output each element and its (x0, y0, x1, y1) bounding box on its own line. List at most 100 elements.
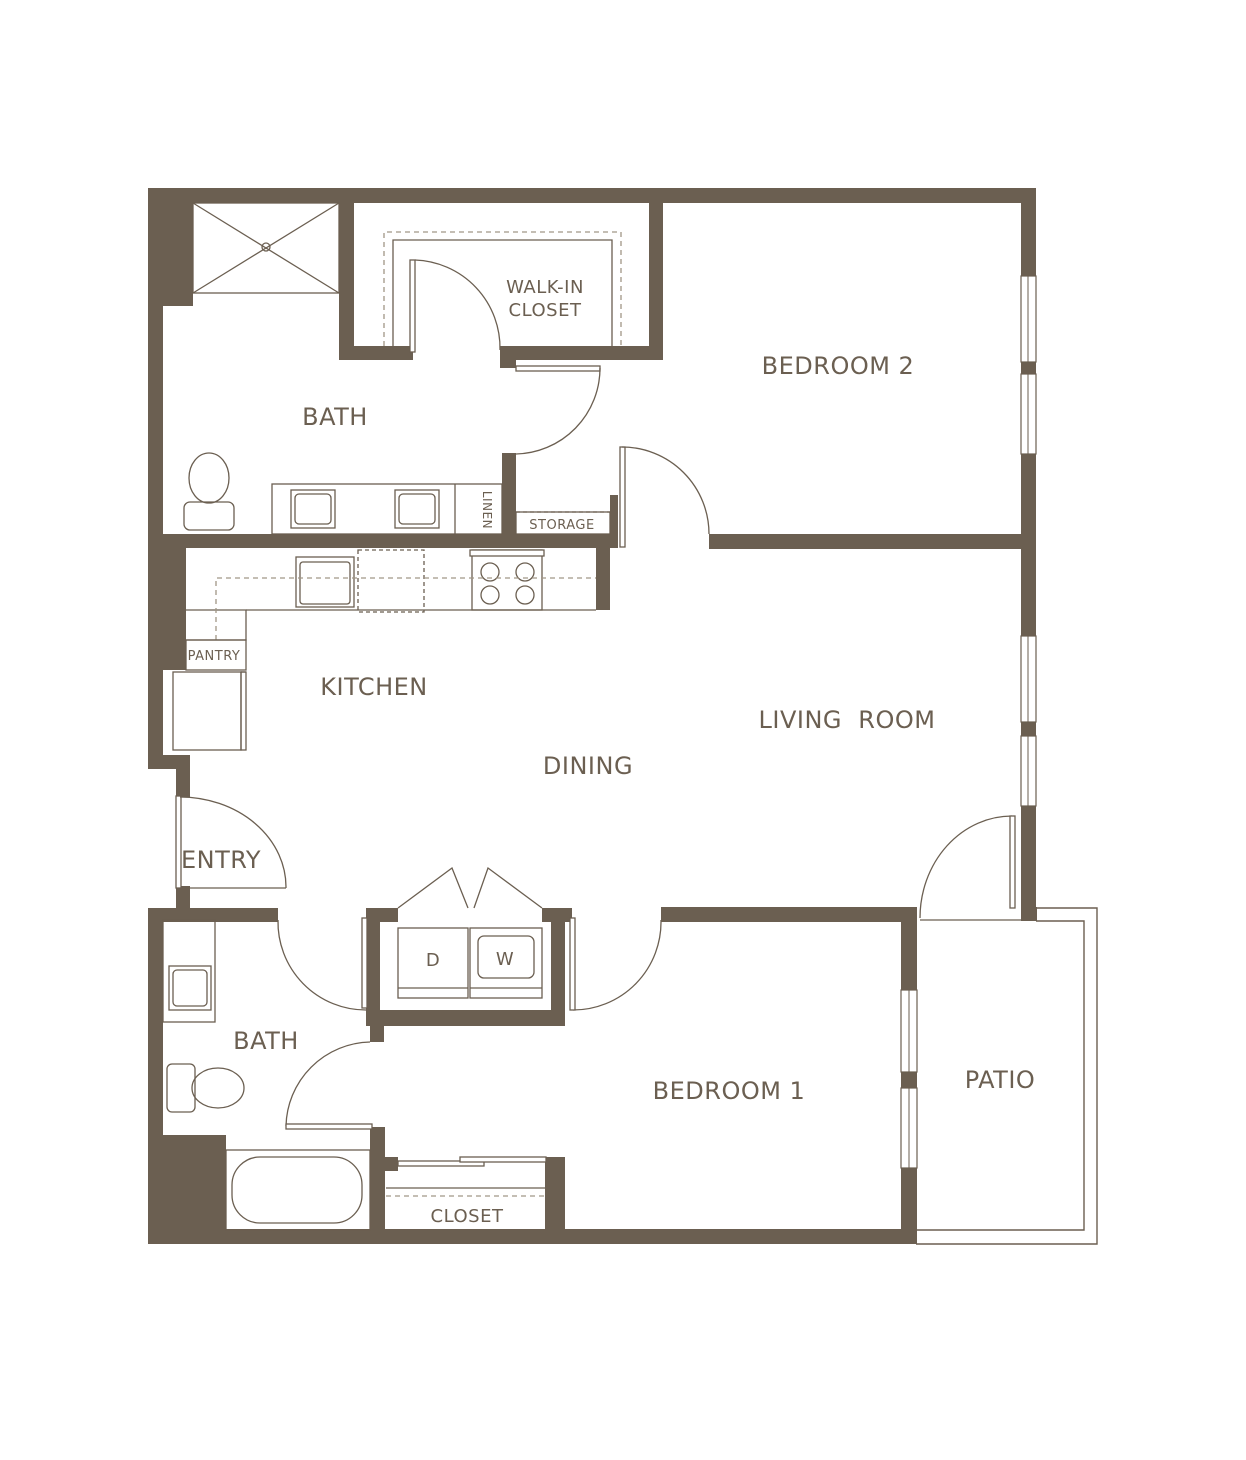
laundry-wall-bottom (366, 1010, 565, 1026)
wall-left-corner-block (148, 188, 193, 306)
door-laundry-bifold-right (473, 866, 543, 909)
closet-door-jamb (500, 346, 516, 368)
bath-bed1-pier (370, 1010, 384, 1042)
walkin-shelf-inner (392, 239, 613, 346)
patio-wall-top (1021, 907, 1037, 921)
wall-patio-divider (901, 908, 917, 1244)
laundry-wall-right (551, 908, 565, 1026)
washer (469, 927, 543, 999)
sink-top-right (394, 489, 440, 529)
wall-left-entry-pier (176, 755, 190, 797)
toilet-top-bowl (188, 452, 230, 504)
door-bath-top-leaf (515, 365, 601, 372)
door-laundry-bifold-left (397, 866, 469, 909)
label-walk-in-closet-1: WALK-IN (506, 277, 584, 298)
door-walkin-leaf (409, 259, 416, 353)
wall-right-lower (1021, 548, 1036, 920)
label-kitchen: KITCHEN (320, 673, 428, 701)
door-walkin-swing (414, 259, 501, 351)
sink-top-right-basin (398, 493, 436, 525)
closet-wall-bottom-right (500, 346, 662, 360)
wall-bath-corner-block (148, 1135, 226, 1244)
label-closet: CLOSET (431, 1206, 504, 1227)
door-patio-swing (919, 815, 1013, 919)
shower-drain (261, 242, 271, 252)
storage-wall-right (610, 495, 618, 547)
label-dining: DINING (543, 752, 633, 780)
closet-wall-bottom-left (339, 346, 413, 360)
wall-top (148, 188, 1036, 203)
door-bath-bottom-leaf (361, 917, 368, 1009)
label-pantry: PANTRY (188, 649, 241, 664)
toilet-bottom-bowl (191, 1067, 245, 1109)
door-bed2-leaf (619, 446, 626, 548)
closet-wall-left (339, 203, 354, 360)
kitchen-end-wall (596, 548, 610, 610)
bed1-wall-top-left (163, 908, 278, 922)
storage-shelf (515, 511, 611, 535)
burner-1 (480, 562, 500, 582)
door-bath-bottom-swing (277, 919, 367, 1011)
label-bedroom-2: BEDROOM 2 (762, 352, 915, 380)
bathtub (225, 1149, 371, 1231)
wall-bath-kitchen (163, 534, 618, 548)
burner-3 (480, 585, 500, 605)
pantry (185, 639, 247, 671)
wall-bottom (148, 1229, 916, 1244)
fixtures (162, 202, 622, 1231)
dryer (397, 927, 469, 999)
door-patio-leaf (1009, 815, 1016, 909)
bed1-wall-top-right (661, 907, 917, 922)
refrigerator (172, 671, 242, 751)
wall-left-entry-bottom (176, 886, 190, 908)
room-labels: WALK-IN CLOSET BEDROOM 2 BATH LINEN STOR… (181, 277, 1035, 1227)
burner-4 (515, 585, 535, 605)
wall-bedroom2-living (709, 534, 1036, 549)
kitchen-sink (295, 556, 355, 608)
label-living-room: LIVING ROOM (759, 706, 936, 734)
toilet-bottom-tank (166, 1063, 196, 1113)
burner-2 (515, 562, 535, 582)
label-bedroom-1: BEDROOM 1 (653, 1077, 806, 1105)
door-bath-top-swing (515, 367, 601, 455)
label-storage: STORAGE (529, 518, 594, 533)
kitchen-sink-basin (299, 561, 351, 605)
closet-slider-a (397, 1160, 485, 1167)
doors (175, 259, 1021, 1167)
door-bath-bed1-leaf (285, 1123, 373, 1130)
laundry-wall-left (366, 908, 380, 1026)
label-walk-in-closet-2: CLOSET (509, 300, 582, 321)
vanity-top (271, 483, 503, 535)
closet-bottom-right-wall (545, 1157, 565, 1244)
sink-top-left-basin (294, 493, 332, 525)
wall-right-upper (1021, 188, 1036, 548)
sink-bottom (168, 965, 212, 1011)
window-mullions (908, 276, 1029, 1168)
door-bed2-swing (621, 446, 710, 535)
laundry-wall-inner-left (366, 908, 398, 922)
door-entry-swing (179, 796, 287, 889)
patio-railing (916, 907, 1098, 1245)
label-linen: LINEN (480, 491, 494, 529)
wall-left-kitchen-block (148, 548, 186, 670)
closet-slider-b (459, 1156, 547, 1163)
label-washer: W (496, 949, 514, 970)
label-patio: PATIO (965, 1066, 1036, 1094)
closet-bottom-left-jamb (384, 1157, 398, 1171)
label-entry: ENTRY (181, 846, 261, 874)
interior-walls (163, 203, 1037, 1244)
door-entry-leaf (175, 795, 182, 889)
washer-lid (477, 935, 535, 979)
closet-wall-right (649, 203, 663, 360)
door-bed1-swing (572, 919, 662, 1011)
upper-cabinets-line (215, 577, 596, 640)
label-bath-bottom: BATH (233, 1027, 299, 1055)
walkin-shelf-line (383, 231, 622, 346)
bath-bed1-lower-wall (370, 1127, 385, 1244)
vanity-bottom (162, 919, 216, 1023)
sink-top-left (290, 489, 336, 529)
dishwasher (357, 549, 425, 613)
shower (192, 202, 340, 294)
bathtub-basin (231, 1156, 363, 1224)
